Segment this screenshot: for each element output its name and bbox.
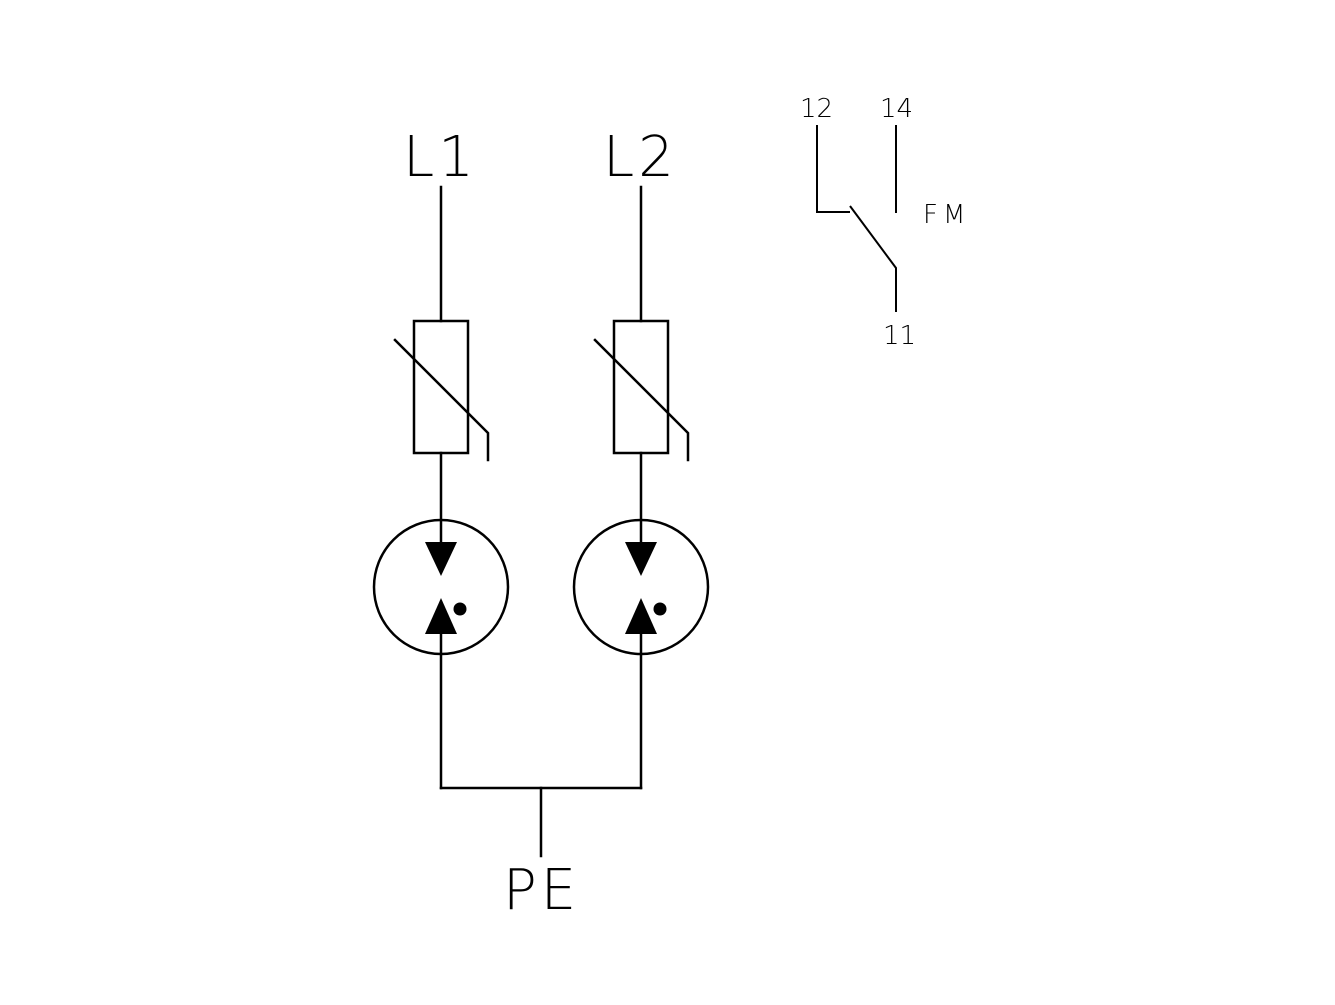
terminal-label-11: 11 <box>883 321 916 351</box>
terminal-label-14: 14 <box>880 94 913 124</box>
ground-label-pe: PE <box>503 858 580 923</box>
gdt-upper-electrode-l1 <box>425 542 457 576</box>
varistor-diagonal-l1 <box>393 338 490 462</box>
branch-l2: L2 <box>572 125 710 790</box>
gdt-gas-dot-l1 <box>453 602 467 616</box>
varistor-diagonal-l2 <box>593 338 690 462</box>
pe-bus: PE <box>439 786 643 923</box>
gdt-lower-electrode-l2 <box>625 598 657 634</box>
phase-label-l1: L1 <box>403 125 478 190</box>
terminal-label-12: 12 <box>800 94 833 124</box>
phase-label-l2: L2 <box>603 125 678 190</box>
branch-l1: L1 <box>372 125 510 790</box>
contact-nc-path-12 <box>816 125 850 213</box>
gdt-upper-electrode-l2 <box>625 542 657 576</box>
gdt-lower-electrode-l1 <box>425 598 457 634</box>
gdt-gas-dot-l2 <box>653 602 667 616</box>
contact-blade <box>849 205 897 312</box>
contact-label-fm: FM <box>923 200 970 230</box>
remote-signal-contact: 12 14 11 FM <box>800 94 970 351</box>
varistor-l2 <box>593 319 690 462</box>
varistor-l1 <box>393 319 490 462</box>
